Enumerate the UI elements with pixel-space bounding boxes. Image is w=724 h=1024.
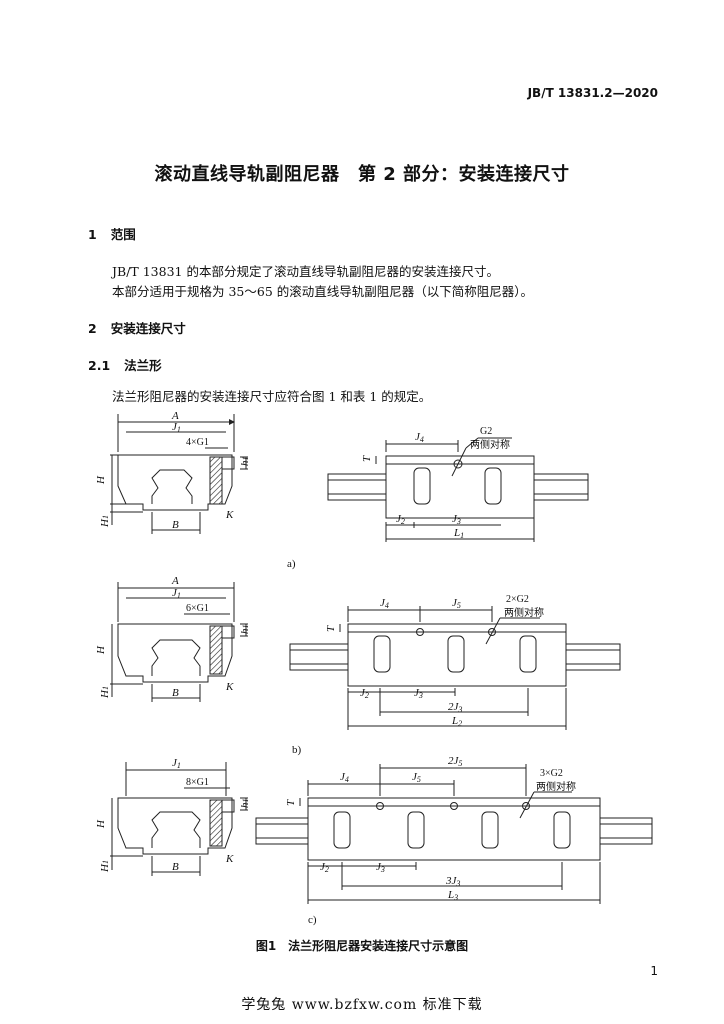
label-T-a: T bbox=[361, 455, 373, 462]
label-J4-b: J4 bbox=[380, 597, 389, 610]
label-J5-c: J5 bbox=[412, 771, 421, 784]
label-K-a: K bbox=[225, 509, 234, 521]
subfigure-b-label: b) bbox=[292, 744, 302, 756]
document-title: 滚动直线导轨副阻尼器 第 2 部分：安装连接尺寸 bbox=[154, 164, 570, 185]
label-H-c: H bbox=[95, 819, 107, 829]
label-H1-b: H1 bbox=[99, 686, 111, 699]
cross-section-a bbox=[110, 414, 248, 534]
label-h1-a: h1 bbox=[239, 457, 251, 467]
subfigure-c-label: c) bbox=[308, 914, 317, 926]
side-view-a bbox=[327, 437, 589, 542]
label-J4-c: J4 bbox=[340, 771, 349, 784]
cross-section-c bbox=[110, 762, 248, 876]
label-J1-b: J1 bbox=[172, 587, 181, 600]
label-symmetric-b: 两侧对称 bbox=[504, 606, 544, 619]
label-H1-c: H1 bbox=[99, 860, 111, 873]
label-6xG1: 6×G1 bbox=[186, 603, 209, 614]
label-3J3-c: 3J3 bbox=[445, 875, 460, 888]
page-number: 1 bbox=[650, 964, 658, 978]
label-B-c: B bbox=[172, 861, 179, 873]
label-2J3-b: 2J3 bbox=[448, 701, 462, 714]
label-4xG1: 4×G1 bbox=[186, 437, 209, 448]
label-symmetric-a: 两侧对称 bbox=[470, 438, 510, 451]
label-J1-a: J1 bbox=[172, 421, 181, 434]
label-J5-b: J5 bbox=[452, 597, 461, 610]
label-H1-a: H1 bbox=[99, 515, 111, 528]
label-A-b: A bbox=[171, 575, 179, 587]
label-L2-b: L2 bbox=[451, 715, 462, 728]
label-K-c: K bbox=[225, 853, 234, 865]
label-3xG2: 3×G2 bbox=[540, 768, 563, 779]
label-T-c: T bbox=[285, 799, 297, 806]
side-view-b bbox=[289, 606, 621, 730]
figure-1-drawing: A J1 4×G1 h1 H H1 B K T J4 G2 两侧对称 J2 J3… bbox=[95, 410, 653, 904]
cross-section-b bbox=[110, 582, 248, 702]
label-J3-b: J3 bbox=[414, 687, 423, 700]
label-B-b: B bbox=[172, 687, 179, 699]
side-view-c bbox=[255, 764, 653, 904]
label-J3-c: J3 bbox=[376, 861, 385, 874]
label-h1-c: h1 bbox=[239, 799, 251, 809]
label-J4-a: J4 bbox=[415, 431, 424, 444]
section-1-para-1: JB/T 13831 的本部分规定了滚动直线导轨副阻尼器的安装连接尺寸。 bbox=[112, 264, 499, 279]
label-2xG2: 2×G2 bbox=[506, 594, 529, 605]
label-L3-c: L3 bbox=[447, 889, 458, 902]
label-B-a: B bbox=[172, 519, 179, 531]
label-h1-b: h1 bbox=[239, 625, 251, 635]
standard-number: JB/T 13831.2—2020 bbox=[527, 86, 658, 100]
label-G2-a: G2 bbox=[480, 426, 492, 437]
label-J2-b: J2 bbox=[360, 687, 369, 700]
label-K-b: K bbox=[225, 681, 234, 693]
label-L1-a: L1 bbox=[453, 527, 464, 540]
label-J1-c: J1 bbox=[172, 757, 181, 770]
label-2J5-c: 2J5 bbox=[448, 755, 462, 768]
label-J2-a: J2 bbox=[396, 513, 405, 526]
section-1-para-2: 本部分适用于规格为 35～65 的滚动直线导轨副阻尼器（以下简称阻尼器）。 bbox=[112, 284, 534, 299]
label-8xG1: 8×G1 bbox=[186, 777, 209, 788]
label-T-b: T bbox=[325, 625, 337, 632]
section-2-1-para: 法兰形阻尼器的安装连接尺寸应符合图 1 和表 1 的规定。 bbox=[112, 389, 432, 404]
label-J2-c: J2 bbox=[320, 861, 329, 874]
subfigure-a-label: a) bbox=[287, 558, 296, 570]
label-J3-a: J3 bbox=[452, 513, 461, 526]
label-H-b: H bbox=[95, 645, 107, 655]
label-symmetric-c: 两侧对称 bbox=[536, 780, 576, 793]
figure-caption: 图1 法兰形阻尼器安装连接尺寸示意图 bbox=[255, 939, 469, 953]
label-A-a: A bbox=[171, 410, 179, 422]
label-H-a: H bbox=[95, 475, 107, 485]
footer-watermark: 学兔兔 www.bzfxw.com 标准下载 bbox=[241, 997, 483, 1013]
